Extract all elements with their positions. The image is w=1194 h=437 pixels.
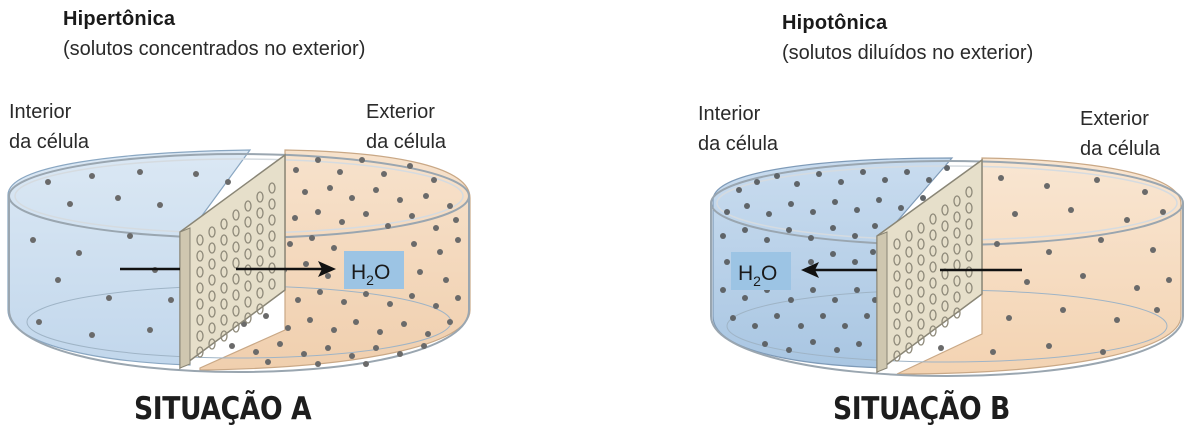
situation-b-panel: Hipotônica (solutos diluídos no exterior… — [597, 0, 1194, 437]
situation-a-caption: SITUAÇÃO A — [134, 391, 311, 427]
situation-a-panel: Hipertônica (solutos concentrados no ext… — [0, 0, 600, 437]
situation-b-caption: SITUAÇÃO B — [833, 391, 1010, 427]
situation-a-dish: H2O — [0, 0, 600, 437]
situation-b-dish: H2O — [597, 0, 1194, 437]
